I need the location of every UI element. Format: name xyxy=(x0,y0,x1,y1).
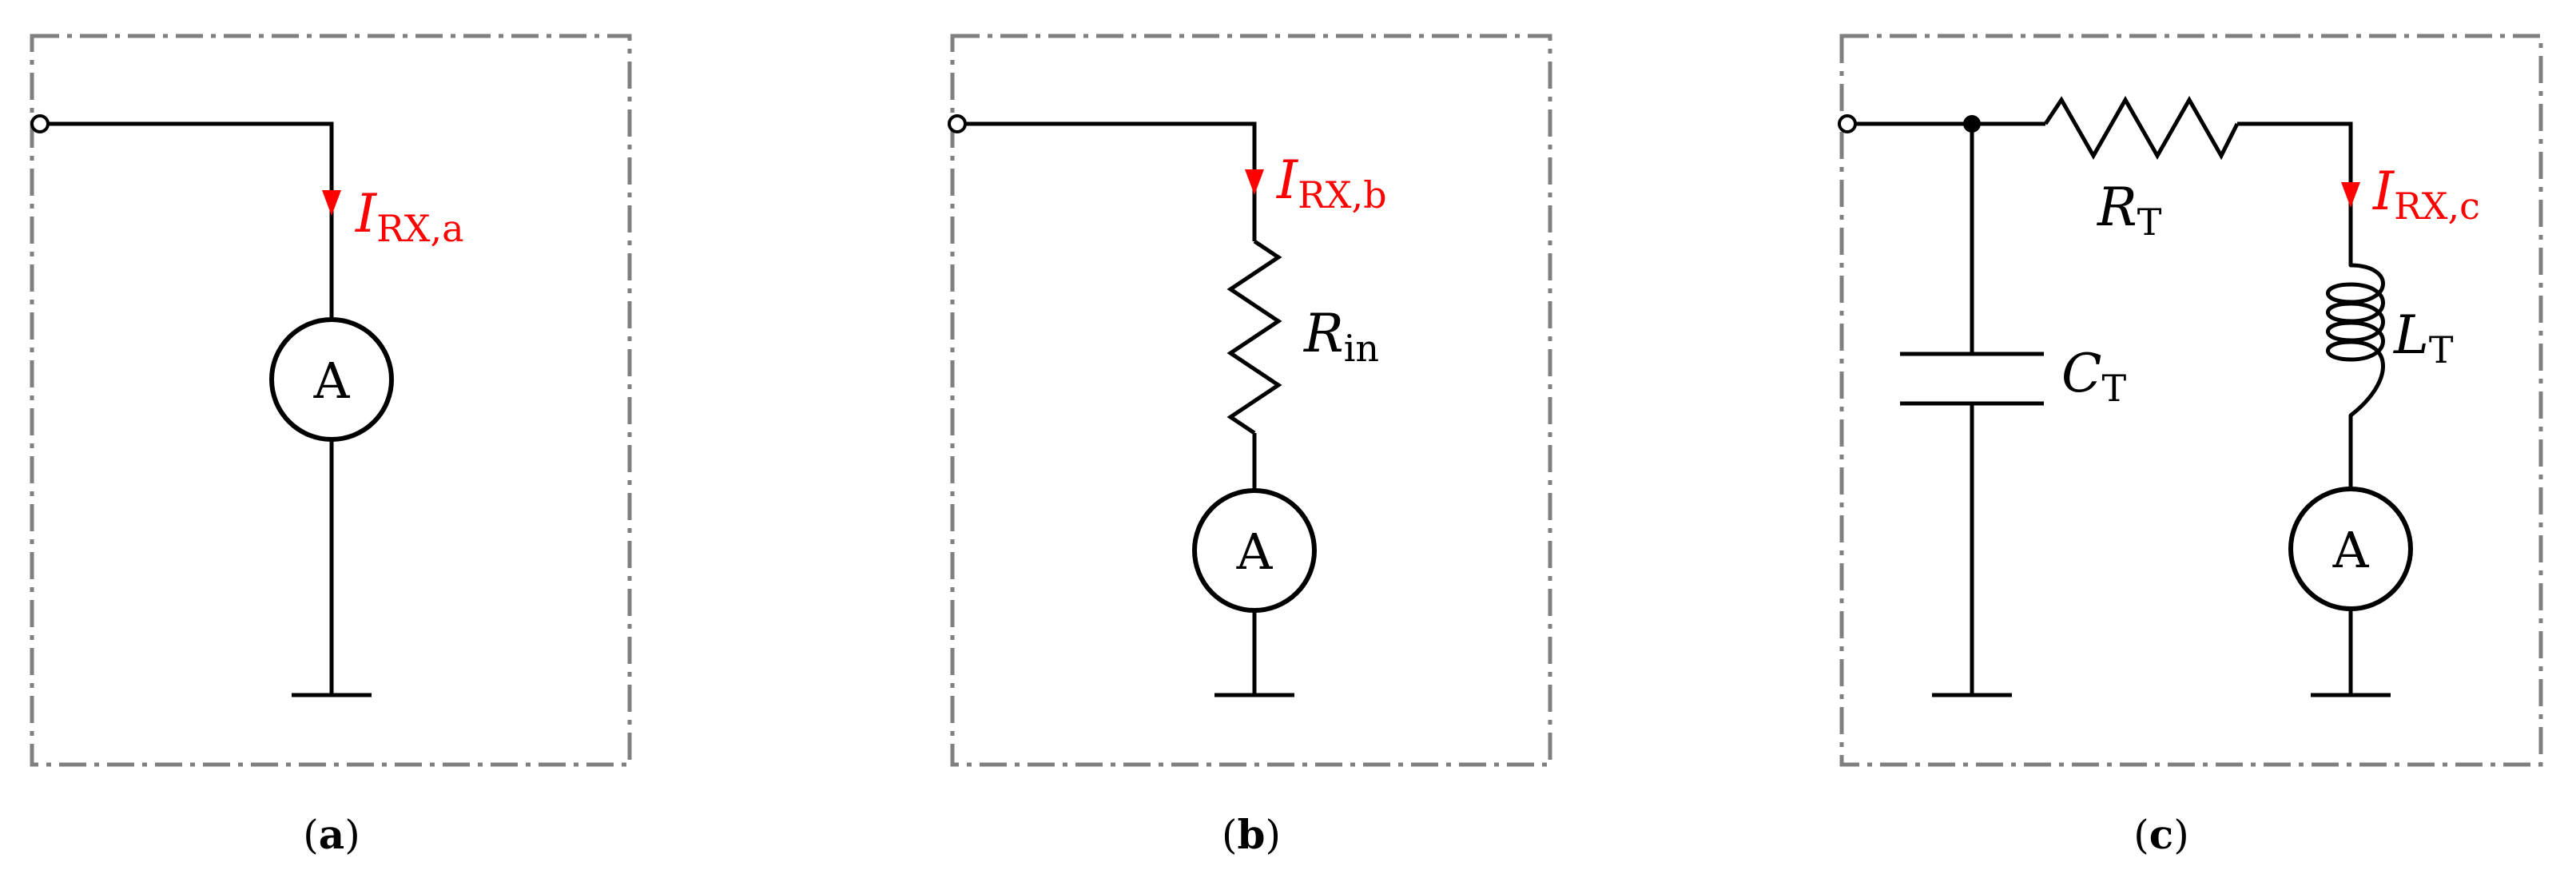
panel-c-capacitor-label: CT xyxy=(2061,343,2127,410)
panel-b-frame xyxy=(950,34,1552,767)
panel-a: IRX,a A (a) xyxy=(30,34,632,858)
panel-a-frame xyxy=(30,34,632,767)
panel-b-caption: (b) xyxy=(1222,811,1281,858)
panel-c: RT IRX,c LT A CT (c) xyxy=(1838,34,2543,858)
panel-a-current-label: IRX,a xyxy=(355,183,464,250)
panel-b-current-arrow xyxy=(1245,169,1264,195)
panel-b-resistor-label: Rin xyxy=(1303,303,1379,370)
panel-c-resistor-label: RT xyxy=(2097,177,2162,244)
panel-c-caption: (c) xyxy=(2133,811,2188,858)
panel-b-wire-top xyxy=(957,121,1257,241)
panel-b-current-label: IRX,b xyxy=(1276,149,1387,217)
panel-c-input-terminal xyxy=(1838,114,1857,133)
panel-b-resistor xyxy=(1226,239,1282,435)
panel-c-current-label: IRX,c xyxy=(2372,161,2480,228)
panel-c-inductor-label: LT xyxy=(2393,304,2454,371)
panel-a-input-terminal xyxy=(30,114,50,133)
panel-c-ammeter-label: A xyxy=(2332,521,2370,579)
panel-c-current-arrow xyxy=(2341,182,2360,208)
panel-b: IRX,b Rin A (b) xyxy=(948,34,1552,858)
panel-b-input-terminal xyxy=(948,114,967,133)
panel-a-wire-top xyxy=(40,121,334,320)
panel-a-caption: (a) xyxy=(303,811,360,858)
panel-b-ammeter-label: A xyxy=(1236,522,1274,581)
panel-a-ammeter-label: A xyxy=(313,352,351,410)
panel-c-frame xyxy=(1839,34,2543,767)
panel-c-resistor xyxy=(2043,95,2240,161)
panel-a-current-arrow xyxy=(322,190,341,216)
panel-c-wire-top-right xyxy=(2237,121,2353,265)
panel-c-inductor xyxy=(2326,263,2385,418)
